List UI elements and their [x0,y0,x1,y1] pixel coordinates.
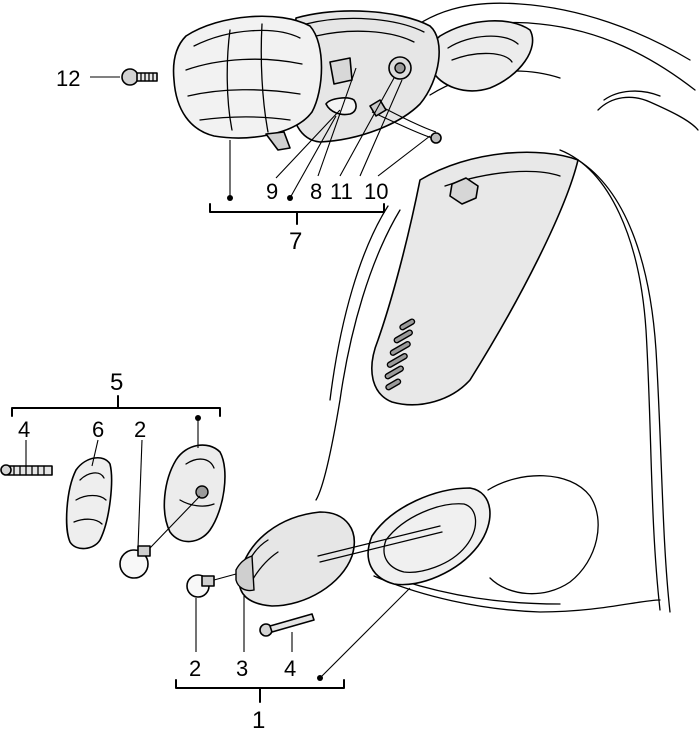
label-3: 3 [236,656,248,681]
label-2-left: 2 [134,417,146,442]
callout-labels: 12 9 8 11 10 7 5 4 6 2 2 3 4 1 [18,66,388,734]
top-leader-lines [209,67,431,225]
label-11: 11 [330,179,353,204]
left-indicator-assembly [0,395,226,579]
label-12: 12 [56,66,80,91]
right-indicator-assembly [175,487,491,703]
label-8: 8 [310,179,322,204]
label-9: 9 [266,179,278,204]
screw-12 [90,68,158,86]
label-10: 10 [364,179,388,204]
label-4-right: 4 [284,656,296,681]
label-1: 1 [252,707,265,734]
headlamp-assembly [172,10,442,151]
label-4-left: 4 [18,417,30,442]
vent-slots [384,318,416,391]
label-6: 6 [92,417,104,442]
label-7: 7 [289,228,302,255]
label-5: 5 [110,369,123,396]
label-2-right: 2 [189,656,201,681]
scooter-body-outline [315,2,699,613]
